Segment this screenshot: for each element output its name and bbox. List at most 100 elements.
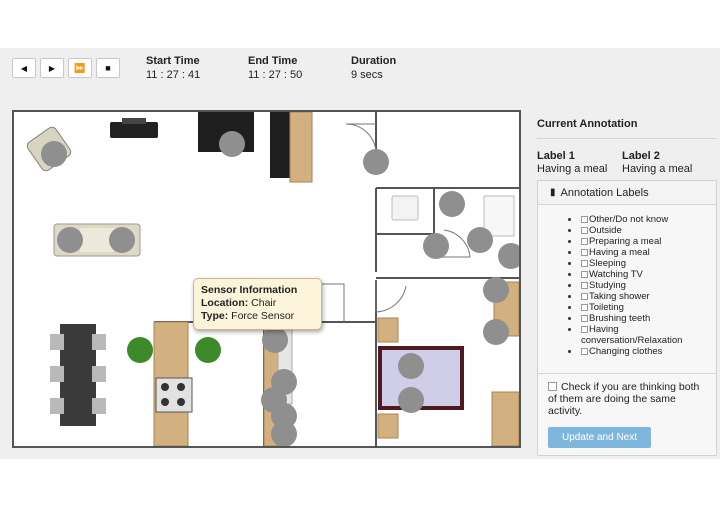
tooltip-type-value: Force Sensor xyxy=(231,310,295,322)
activity-checkbox[interactable] xyxy=(581,293,588,300)
activity-item[interactable]: Having conversation/Relaxation xyxy=(568,324,714,346)
end-time-label: End Time xyxy=(248,55,298,67)
sensor[interactable] xyxy=(423,233,449,259)
sensor-tooltip: Sensor Information Location: Chair Type:… xyxy=(193,278,322,330)
activity-checkbox[interactable] xyxy=(581,326,588,333)
tooltip-location-value: Chair xyxy=(251,297,277,309)
next-button[interactable]: ▶ xyxy=(40,58,64,78)
chevron-right-icon: ▶ xyxy=(48,63,56,73)
dining-chairs xyxy=(50,334,106,414)
plant xyxy=(195,337,221,363)
tv-stand xyxy=(110,122,158,138)
label-1: Label 1 Having a meal xyxy=(537,150,607,176)
tooltip-type-key: Type: xyxy=(201,310,229,322)
activity-checkbox[interactable] xyxy=(581,216,588,223)
update-and-next-button[interactable]: Update and Next xyxy=(548,427,651,448)
activity-checkbox[interactable] xyxy=(581,282,588,289)
label-2-value: Having a meal xyxy=(622,163,693,175)
sensor[interactable] xyxy=(271,421,297,446)
activity-item[interactable]: Other/Do not know xyxy=(568,214,714,225)
start-time-label: Start Time xyxy=(146,55,200,67)
comments-icon: ▮ xyxy=(550,187,556,198)
activity-item[interactable]: Taking shower xyxy=(568,291,714,302)
sensor[interactable] xyxy=(483,277,509,303)
sensor[interactable] xyxy=(271,403,297,429)
activity-checkbox[interactable] xyxy=(581,249,588,256)
sensor[interactable] xyxy=(398,387,424,413)
end-time: End Time 11 : 27 : 50 xyxy=(248,55,302,82)
activity-item[interactable]: Toileting xyxy=(568,302,714,313)
wooden-cabinet xyxy=(289,112,313,183)
start-time: Start Time 11 : 27 : 41 xyxy=(146,55,200,82)
duration-label: Duration xyxy=(351,55,397,67)
checkbox-box[interactable] xyxy=(548,382,557,391)
activity-item[interactable]: Sleeping xyxy=(568,258,714,269)
activity-label: Other/Do not know xyxy=(589,214,669,225)
activity-item[interactable]: Brushing teeth xyxy=(568,313,714,324)
activity-item[interactable]: Outside xyxy=(568,225,714,236)
activity-label: Outside xyxy=(589,225,622,236)
floor-plan xyxy=(12,110,521,448)
sensor[interactable] xyxy=(498,243,519,269)
fast-forward-icon: ⏩ xyxy=(74,62,86,73)
label-2-heading: Label 2 xyxy=(622,150,660,162)
activity-item[interactable]: Having a meal xyxy=(568,247,714,258)
sensor[interactable] xyxy=(398,353,424,379)
activity-checkbox[interactable] xyxy=(581,260,588,267)
activity-checkbox[interactable] xyxy=(581,315,588,322)
activity-label: Brushing teeth xyxy=(589,313,651,324)
sensor[interactable] xyxy=(262,327,288,353)
sensors xyxy=(41,131,519,446)
sensor[interactable] xyxy=(363,149,389,175)
activity-label: Sleeping xyxy=(589,258,626,269)
start-time-value: 11 : 27 : 41 xyxy=(146,69,201,81)
tooltip-location-key: Location: xyxy=(201,297,249,309)
sensor[interactable] xyxy=(467,227,493,253)
activity-item[interactable]: Changing clothes xyxy=(568,346,714,357)
activity-label: Toileting xyxy=(589,302,624,313)
stop-button[interactable]: ■ xyxy=(96,58,120,78)
activity-item[interactable]: Preparing a meal xyxy=(568,236,714,247)
toilet xyxy=(391,195,419,221)
stop-icon: ■ xyxy=(105,63,111,73)
activity-item[interactable]: Watching TV xyxy=(568,269,714,280)
annotation-divider xyxy=(538,373,716,374)
sensor[interactable] xyxy=(219,131,245,157)
activity-checkbox[interactable] xyxy=(581,271,588,278)
sensor[interactable] xyxy=(483,319,509,345)
chevron-left-icon: ◀ xyxy=(20,63,28,73)
floor-plan-drawing xyxy=(26,112,519,446)
stove xyxy=(155,377,193,413)
activity-item[interactable]: Studying xyxy=(568,280,714,291)
same-activity-checkbox[interactable]: Check if you are thinking both of them a… xyxy=(548,381,710,417)
prev-button[interactable]: ◀ xyxy=(12,58,36,78)
activity-checkbox[interactable] xyxy=(581,227,588,234)
same-activity-label: Check if you are thinking both of them a… xyxy=(548,381,700,417)
activity-checkbox[interactable] xyxy=(581,348,588,355)
door-arcs xyxy=(320,123,471,322)
sensor[interactable] xyxy=(439,191,465,217)
activity-label: Watching TV xyxy=(589,269,643,280)
duration: Duration 9 secs xyxy=(351,55,396,82)
sensor[interactable] xyxy=(57,227,83,253)
activity-label: Changing clothes xyxy=(589,346,663,357)
label-1-value: Having a meal xyxy=(537,163,608,175)
label-1-heading: Label 1 xyxy=(537,150,575,162)
app-window: ◀ ▶ ⏩ ■ Start Time 11 : 27 : 41 End Time… xyxy=(0,48,720,459)
activity-checkbox[interactable] xyxy=(581,238,588,245)
tooltip-title: Sensor Information xyxy=(201,284,298,296)
fast-forward-button[interactable]: ⏩ xyxy=(68,58,92,78)
dining-table xyxy=(60,324,96,426)
sensor[interactable] xyxy=(41,141,67,167)
end-time-value: 11 : 27 : 50 xyxy=(248,69,303,81)
panel-title: Current Annotation xyxy=(537,118,638,130)
plant xyxy=(127,337,153,363)
annotation-labels-header: ▮ Annotation Labels xyxy=(538,181,716,205)
activity-label: Having a meal xyxy=(589,247,650,258)
activity-label: Taking shower xyxy=(589,291,650,302)
activity-label: Having conversation/Relaxation xyxy=(581,324,683,346)
annotation-labels-title: Annotation Labels xyxy=(560,186,649,199)
activity-checkbox[interactable] xyxy=(581,304,588,311)
sensor[interactable] xyxy=(109,227,135,253)
